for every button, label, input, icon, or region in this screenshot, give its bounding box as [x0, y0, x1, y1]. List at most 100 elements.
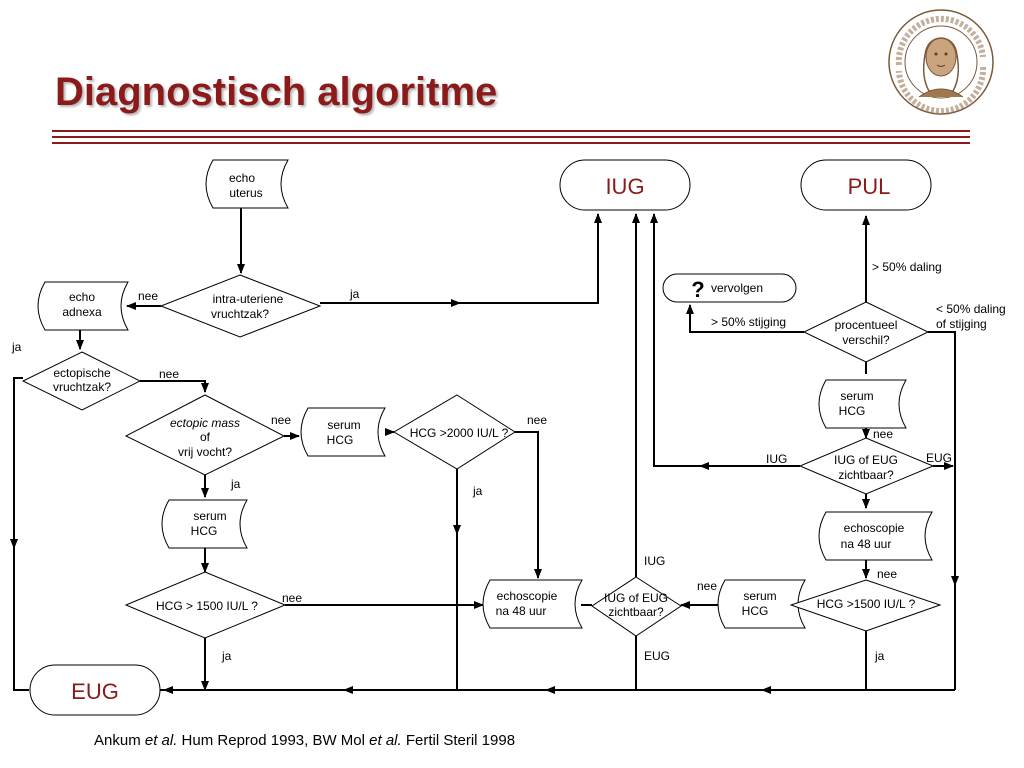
- edge-label-nee-hcg2000: nee: [527, 413, 547, 427]
- node-echo-adnexa-l1: echo: [69, 290, 95, 304]
- node-hcg1500-left-shape: [124, 571, 287, 639]
- edge-label-nee-right-echo: nee: [877, 567, 897, 581]
- edge-label-ja-mass: ja: [230, 477, 241, 491]
- node-echoscopie-mid-shape: [482, 579, 583, 629]
- node-echo-uterus-l1: echo: [229, 171, 255, 185]
- edge-stijging: [686, 304, 804, 333]
- node-procentueel-l1: procentueel: [835, 318, 898, 332]
- title-rule-bottom: [52, 142, 970, 144]
- node-serum-hcg-2-l2: HCG: [191, 524, 218, 538]
- node-iug: IUG: [605, 174, 644, 199]
- node-serum-hcg-mid-l1: serum: [743, 589, 776, 603]
- node-echoscopie-right-l1: echoscopie: [844, 521, 905, 535]
- node-intra-uterine-shape: [159, 274, 322, 338]
- edge-label-daling: > 50% daling: [872, 260, 942, 274]
- node-vervolgen-shape: [662, 273, 797, 303]
- node-iug-eug-right-shape: [798, 437, 935, 495]
- edge-label-nee-serum-right: nee: [873, 427, 893, 441]
- node-pul-shape: [800, 159, 932, 211]
- edge-label-daling-minder-l2: of stijging: [936, 317, 987, 331]
- node-echoscopie-right-l2: na 48 uur: [841, 537, 892, 551]
- node-ectopic-vz-shape: [21, 351, 142, 411]
- node-hcg1500-right-shape: [789, 579, 942, 632]
- edge-label-ja-hcg2000: ja: [472, 484, 483, 498]
- title-rule-middle: [52, 136, 970, 138]
- node-echo-adnexa-shape: [37, 281, 129, 331]
- node-echo-uterus-shape: [205, 159, 289, 209]
- node-iug-eug-mid-l2: zichtbaar?: [608, 605, 664, 619]
- node-ectopic-mass-shape: [124, 394, 286, 476]
- edge-label-nee-mid: nee: [697, 579, 717, 593]
- edge-label-iug-right: IUG: [766, 452, 787, 466]
- edge-label-nee-adnexa: nee: [138, 289, 158, 303]
- footer-part-4: et al.: [369, 732, 402, 749]
- node-serum-hcg-right-l1: serum: [840, 389, 873, 403]
- node-echoscopie-mid-l2: na 48 uur: [496, 604, 547, 618]
- edge-ja-left: [10, 377, 23, 549]
- node-ectopic-mass-l2: of: [200, 430, 211, 444]
- edge-label-nee-ectopic: nee: [159, 367, 179, 381]
- page-title: Diagnostisch algoritme: [55, 70, 498, 114]
- footer-part-1: Ankum: [94, 732, 145, 749]
- node-serum-hcg-right-l2: HCG: [839, 404, 866, 418]
- footer-part-5: Fertil Steril 1998: [401, 732, 516, 749]
- node-iug-eug-right-l2: zichtbaar?: [838, 468, 894, 482]
- node-iug-eug-mid-shape: [591, 576, 682, 637]
- node-ectopic-mass-em: ectopic mass: [170, 416, 240, 430]
- edge-label-ja-hcg1500-right: ja: [874, 649, 885, 663]
- node-ectopic-vz-l2: vruchtzak?: [53, 380, 111, 394]
- node-pul: PUL: [848, 174, 891, 199]
- edge-label-eug-mid: EUG: [644, 649, 670, 663]
- node-serum-hcg-1-l2: HCG: [327, 433, 354, 447]
- edge-label-nee-hcg1500: nee: [282, 591, 302, 605]
- node-iug-shape: [559, 159, 691, 211]
- edge-minder: [928, 331, 959, 586]
- edge-labels: nee ja ja nee > 50% daling > 50% stijgin…: [11, 260, 1006, 663]
- edge-2000-nee: [515, 431, 542, 579]
- node-serum-hcg-mid-shape: [717, 579, 806, 629]
- edge-label-daling-minder-l1: < 50% daling: [936, 302, 1006, 316]
- node-labels: echo uterus IUG PUL echo adnexa intra-ut…: [53, 171, 916, 704]
- node-intra-uterine-l2: vruchtzak?: [211, 307, 269, 321]
- node-procentueel-shape: [802, 301, 930, 363]
- footer-part-3: Hum Reprod 1993, BW Mol: [177, 732, 370, 749]
- node-echoscopie-right-shape: [818, 511, 933, 561]
- node-serum-hcg-2-shape: [161, 499, 248, 549]
- node-echo-uterus-l2: uterus: [229, 186, 262, 200]
- node-iug-eug-mid-l1: IUG of EUG: [604, 591, 668, 605]
- node-ectopic-vz-l1: ectopische: [53, 366, 111, 380]
- reference-footer: Ankum et al. Hum Reprod 1993, BW Mol et …: [94, 732, 515, 749]
- node-eug-shape: [29, 664, 161, 716]
- node-serum-hcg-mid-l2: HCG: [742, 604, 769, 618]
- node-vervolgen: vervolgen: [711, 281, 763, 295]
- edge-label-nee-mass: nee: [271, 413, 291, 427]
- edge-label-ja-hcg1500: ja: [221, 649, 232, 663]
- node-echo-adnexa-l2: adnexa: [62, 305, 102, 319]
- node-ectopic-mass-l3: vrij vocht?: [178, 445, 232, 459]
- edge-label-eug-right: EUG: [926, 451, 952, 465]
- edge-label-stijging: > 50% stijging: [711, 315, 786, 329]
- node-eug: EUG: [71, 679, 119, 704]
- edge-label-ja-left: ja: [11, 340, 22, 354]
- title-rule-top: [52, 130, 970, 132]
- edge-ectopic-nee: [140, 380, 209, 393]
- node-serum-hcg-1-l1: serum: [327, 418, 360, 432]
- edge-label-iug-mid: IUG: [644, 554, 665, 568]
- node-serum-hcg-1-shape: [300, 407, 386, 457]
- node-shapes: [21, 159, 942, 716]
- node-serum-hcg-right-shape: [818, 379, 907, 429]
- edge-label-ja-iu: ja: [349, 287, 360, 301]
- node-hcg2000: HCG >2000 IU/L ?: [410, 426, 509, 440]
- node-vervolgen-q: ?: [691, 277, 704, 302]
- node-hcg1500-right: HCG >1500 IU/L ?: [817, 597, 916, 611]
- node-serum-hcg-2-l1: serum: [193, 509, 226, 523]
- node-iug-eug-right-l1: IUG of EUG: [834, 453, 898, 467]
- node-hcg1500-left: HCG > 1500 IU/L ?: [156, 599, 258, 613]
- footer-part-2: et al.: [144, 732, 178, 749]
- connectors: [10, 208, 959, 694]
- society-seal-portrait-icon: [888, 9, 994, 115]
- node-echoscopie-mid-l1: echoscopie: [497, 589, 558, 603]
- node-hcg2000-shape: [393, 394, 516, 470]
- node-intra-uterine-l1: intra-uteriene: [213, 292, 284, 306]
